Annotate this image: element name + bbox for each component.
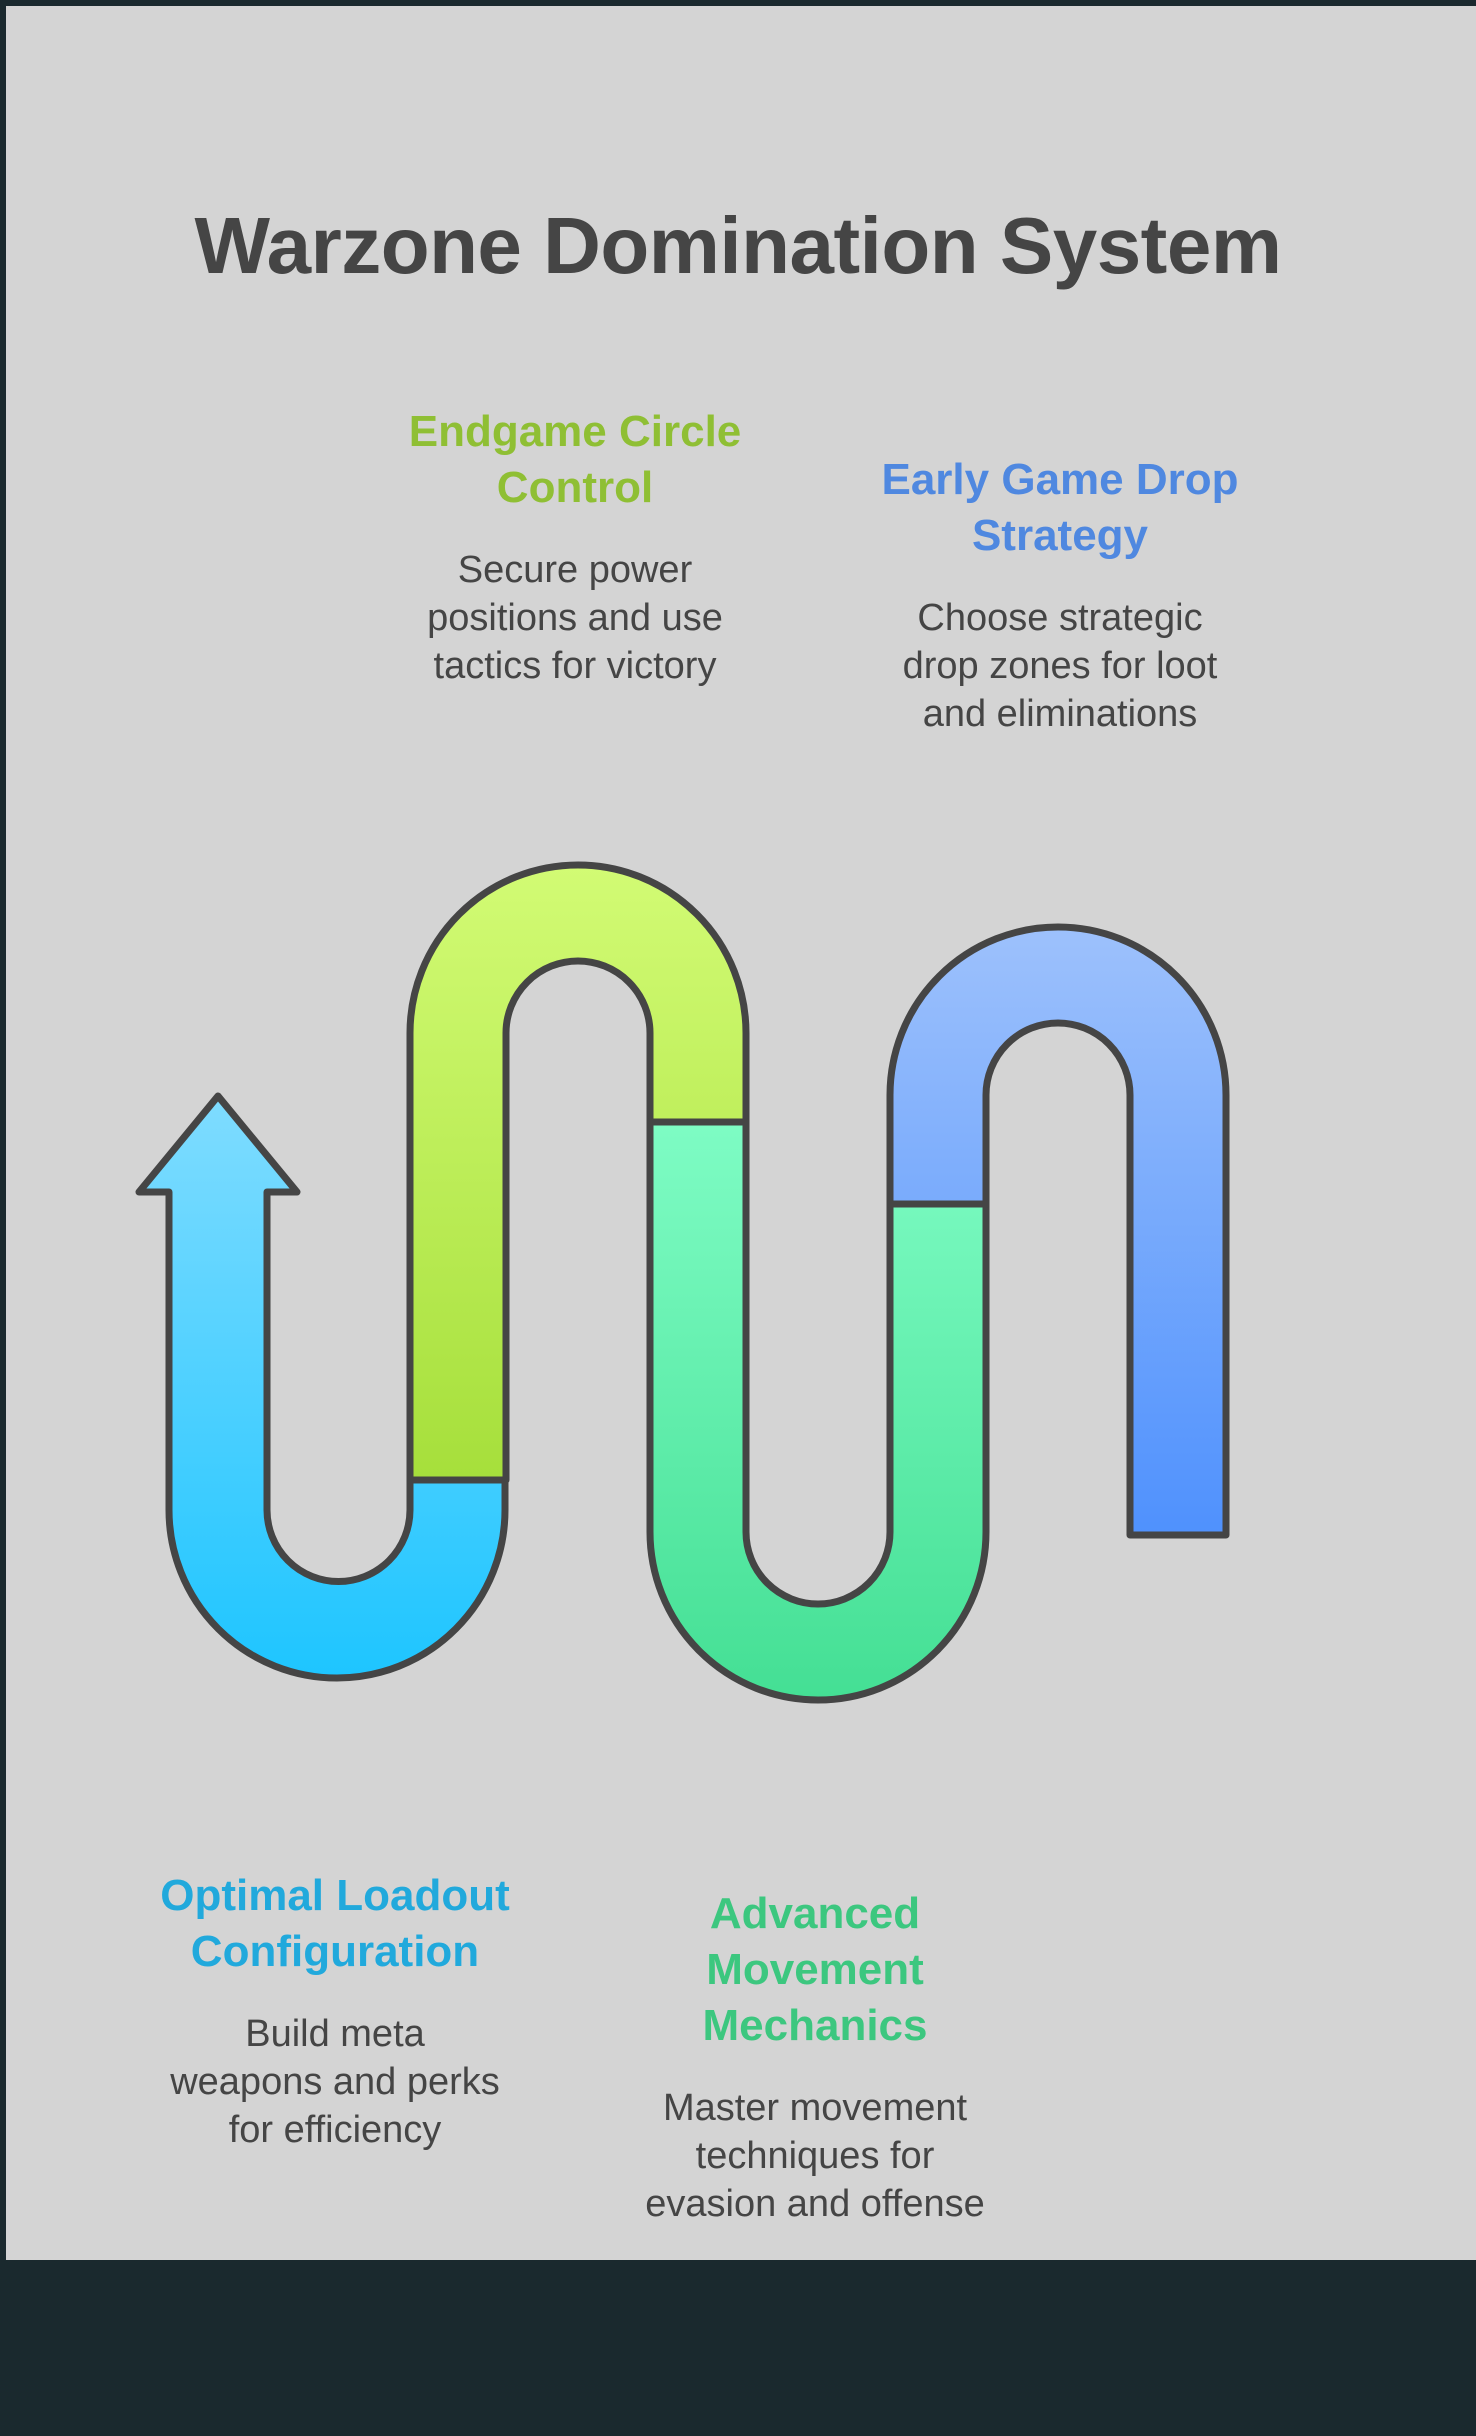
page-title: Warzone Domination System	[194, 201, 1282, 290]
stage-movement: Advanced Movement Mechanics Master movem…	[615, 1886, 1015, 2228]
stage-drop: Early Game Drop Strategy Choose strategi…	[855, 452, 1265, 738]
loadout-segment	[135, 1092, 509, 1682]
movement-segment	[646, 1118, 990, 1704]
serpentine-flow-diagram	[135, 861, 1230, 1704]
stage-heading: Advanced Movement Mechanics	[702, 1889, 928, 2050]
stage-description: Build meta weapons and perks for efficie…	[170, 2013, 500, 2151]
stage-heading: Optimal Loadout Configuration	[160, 1871, 510, 1976]
stage-loadout: Optimal Loadout Configuration Build meta…	[135, 1868, 535, 2154]
stage-description: Master movement techniques for evasion a…	[645, 2087, 985, 2225]
drop-segment	[886, 923, 1230, 1539]
stage-description: Choose strategic drop zones for loot and…	[902, 597, 1218, 735]
stage-heading: Early Game Drop Strategy	[881, 455, 1239, 560]
stage-description: Secure power positions and use tactics f…	[427, 549, 723, 687]
stage-endgame: Endgame Circle Control Secure power posi…	[375, 404, 775, 690]
stage-heading: Endgame Circle Control	[408, 407, 742, 512]
endgame-segment	[406, 861, 750, 1484]
footer-bar	[0, 2262, 1476, 2436]
